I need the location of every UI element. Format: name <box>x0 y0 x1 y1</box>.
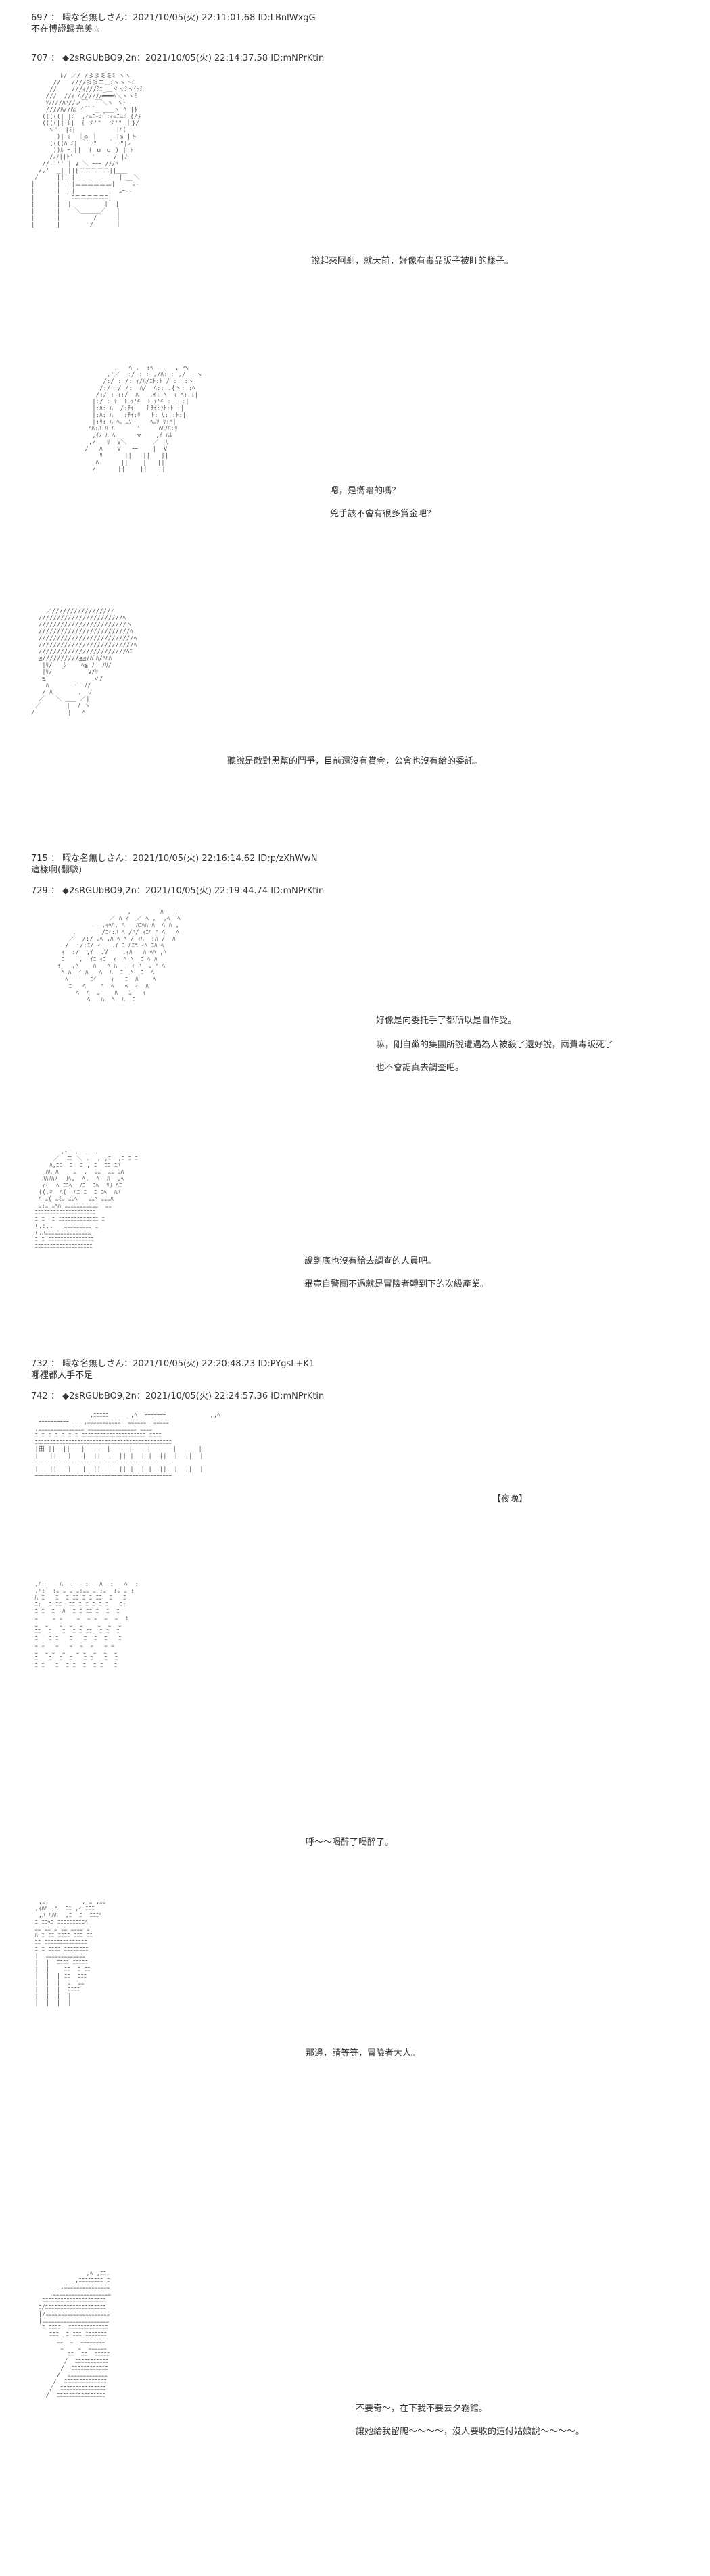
dialogue-line-9: 畢竟自警團不過就是冒險者轉到下的次級產業。 <box>304 1279 490 1289</box>
dialogue-line-1: 說起來阿刹，就天前，好像有毒品販子被盯的樣子。 <box>311 256 514 266</box>
dialogue-line-4: 聽說是敵對黑幫的鬥爭，目前還沒有賞金，公會也沒有給的委託。 <box>227 756 483 766</box>
dialogue-line-8: 說到底也沒有給去調查的人員吧。 <box>304 1256 437 1266</box>
post-body-732: 哪裡都人手不足 <box>31 1370 93 1381</box>
post-header-707: 707 ： ◆2sRGUbBO9,2n：2021/10/05(火) 22:14:… <box>31 53 325 64</box>
dialogue-line-7: 也不會認真去調查吧。 <box>376 1063 465 1073</box>
dialogue-line-5: 好像是向委托手了都所以是自作受。 <box>376 1016 517 1026</box>
ascii-art-girl-1: ﾚ/ ／/ /彡彡ミミﾐ ヽヽ // ////彡彡ニ三ﾐヽヽ卜ﾐ // ///ｨ… <box>31 73 143 228</box>
ascii-art-figure-5: ,-ｰ , ＿ . ／ ニ ＼ . , ,ﾆｰ ,ﾆ ﾆ ﾆ ﾊ,ﾆﾆ ﾆ ﾆ … <box>34 1149 138 1250</box>
post-header-729: 729 ： ◆2sRGUbBO9,2n：2021/10/05(火) 22:19:… <box>31 886 325 896</box>
ascii-art-town-night: ,ﾆﾆﾆﾆﾆ ,ﾍ ｰｰｰｰｰｰｰ ,,ﾍ ｰｰｰｰｰｰｰｰｰｰ ,ﾆﾆﾆﾆﾆﾆ… <box>34 1412 220 1480</box>
ascii-art-hooded: ,ﾆ, , ﾆ ,ﾆﾆ ,ｨﾊﾊ ,ﾍ ﾆﾆ ,ｨ ﾆﾆﾆ ,ﾊ ﾊﾊﾊ ,ﾆ … <box>34 1899 106 2007</box>
dialogue-line-14: 讓她給我留爬～～～～，沒人要收的這付姑娘說～～～～。 <box>356 2427 585 2437</box>
scene-tag: 【夜晚】 <box>492 1494 528 1504</box>
dialogue-line-11: 呼～～喝醉了喝醉了。 <box>306 1837 394 1848</box>
post-header-742: 742 ： ◆2sRGUbBO9,2n：2021/10/05(火) 22:24:… <box>31 1391 325 1402</box>
ascii-art-crowd-4: , ﾊ , ／ ﾊ ｨ ／ ﾍ , ,ﾍ ﾍ __,ｨﾍﾊ, ﾍ ﾊﾆﾍﾊ ﾊ … <box>57 909 181 1004</box>
dialogue-line-2: 嗯，是嚮暗的嗎？ <box>330 486 401 496</box>
post-header-732: 732 ： 暇な名無しさん：2021/10/05(火) 22:20:48.23 … <box>31 1359 315 1369</box>
dialogue-line-12: 那邊，請等等，冒險者大人。 <box>306 2048 421 2058</box>
ascii-art-girl-2: , ﾍ , :ﾍ , , ヘ ,'／ :/ : : ,/ﾊ: : ,/ : ヽ … <box>85 365 203 473</box>
ascii-art-woman: ,ﾍ ,ﾆﾆ, ,ﾆﾆﾆﾆﾆﾆﾆﾆ ﾆ ,ﾆﾆﾆﾆﾆﾆﾆﾆﾆﾆﾆﾆﾆﾆﾆ ,ﾆﾆ… <box>38 2271 112 2399</box>
ascii-art-drunk: ,ﾊ : ﾊ : : ﾊ : ﾍ : ,ﾊ: :ﾆ ﾆ ﾆ ﾆ:ﾆﾆ ﾆ :ﾆ … <box>34 1581 139 1669</box>
dialogue-line-3: 兇手該不會有很多賞金吧？ <box>330 509 436 519</box>
ascii-art-figure-3: ／////////////////∠ /////////////////////… <box>31 608 137 716</box>
post-header-715: 715 ： 暇な名無しさん：2021/10/05(火) 22:16:14.62 … <box>31 853 318 864</box>
post-body-715: 這樣啊(翻驗) <box>31 865 82 875</box>
dialogue-line-6: 嘛，剛自黨的集團所說遭遇為人被殺了還好說，兩費毒販死了 <box>376 1040 614 1050</box>
post-header-697: 697 ： 暇な名無しさん：2021/10/05(火) 22:11:01.68 … <box>31 13 316 23</box>
post-body-697: 不在博證歸完美☆ <box>31 24 101 34</box>
dialogue-line-13: 不要奇～，在下我不要去夕霧館。 <box>356 2404 488 2414</box>
